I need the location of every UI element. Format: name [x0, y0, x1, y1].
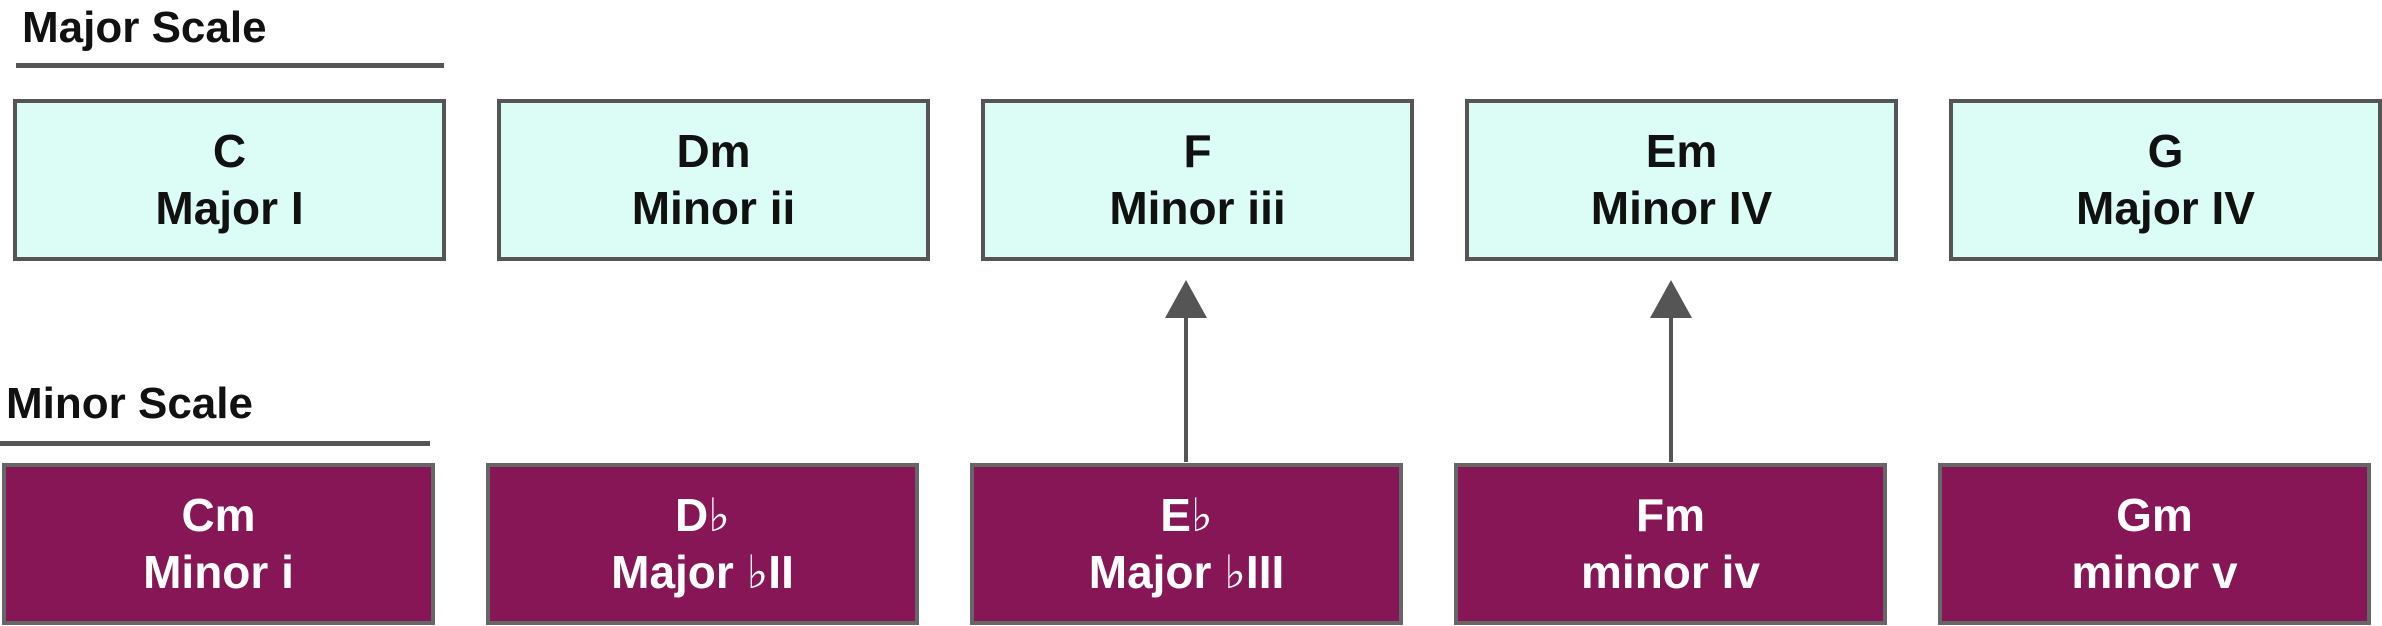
chord-name: C	[212, 124, 247, 177]
minor-chord-fm: Fm minor iv	[1454, 463, 1887, 625]
chord-degree: Minor ii	[631, 182, 796, 234]
major-chord-em: Em Minor IV	[1465, 99, 1898, 261]
chord-name: G	[2147, 124, 2184, 177]
major-chord-dm: Dm Minor ii	[497, 99, 930, 261]
chord-degree: Major I	[155, 182, 304, 234]
chord-degree: Major IV	[2076, 182, 2255, 234]
chord-name: Dm	[676, 124, 751, 177]
chord-degree: Major ♭II	[611, 546, 794, 598]
minor-chord-eb: E♭ Major ♭III	[970, 463, 1403, 625]
chord-name: F	[1183, 124, 1212, 177]
chord-name: Fm	[1636, 488, 1705, 541]
chord-name: D♭	[675, 488, 730, 541]
chord-degree: minor v	[2071, 546, 2238, 598]
chord-degree: Minor iii	[1109, 182, 1286, 234]
minor-chord-db: D♭ Major ♭II	[486, 463, 919, 625]
major-chord-g: G Major IV	[1949, 99, 2382, 261]
chord-name: Gm	[2116, 488, 2193, 541]
chord-name: Cm	[181, 488, 256, 541]
major-scale-underline	[16, 63, 444, 68]
chord-degree: Major ♭III	[1088, 546, 1285, 598]
major-scale-title: Major Scale	[22, 3, 267, 52]
chord-degree: Minor IV	[1590, 182, 1773, 234]
chord-name: Em	[1645, 124, 1718, 177]
chord-degree: Minor i	[143, 546, 294, 598]
major-chord-f: F Minor iii	[981, 99, 1414, 261]
major-chord-c: C Major I	[13, 99, 446, 261]
arrow-fm-to-em	[1650, 280, 1692, 462]
chord-name: E♭	[1160, 488, 1213, 541]
chord-degree: minor iv	[1581, 546, 1760, 598]
minor-chord-gm: Gm minor v	[1938, 463, 2371, 625]
minor-scale-underline	[0, 441, 430, 446]
arrow-eb-to-f	[1165, 280, 1207, 462]
minor-chord-cm: Cm Minor i	[2, 463, 435, 625]
minor-scale-title: Minor Scale	[6, 379, 253, 428]
